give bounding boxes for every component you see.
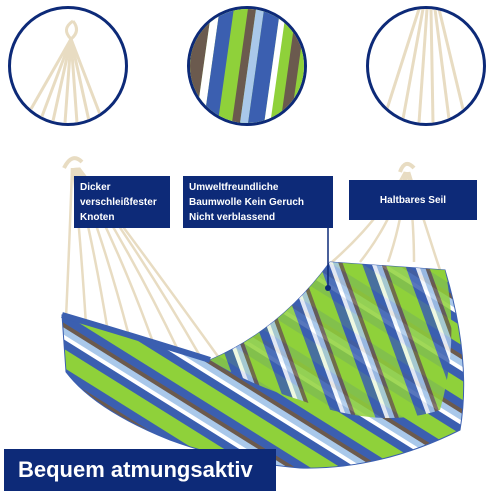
label-rope: Haltbares Seil xyxy=(349,180,477,220)
detail-circle-fabric xyxy=(187,6,307,126)
detail-circle-rope xyxy=(366,6,486,126)
label-knot: Dicker verschleißfester Knoten xyxy=(74,176,170,228)
hammock-inner xyxy=(210,262,452,418)
detail-circle-knot xyxy=(8,6,128,126)
right-hook xyxy=(398,161,416,173)
left-hook xyxy=(62,156,84,169)
comfort-banner: Bequem atmungsaktiv xyxy=(4,449,276,491)
pointer-dot-fabric xyxy=(325,285,331,291)
label-fabric: Umweltfreundliche Baumwolle Kein Geruch … xyxy=(183,176,333,228)
hammock-hem xyxy=(61,312,211,363)
